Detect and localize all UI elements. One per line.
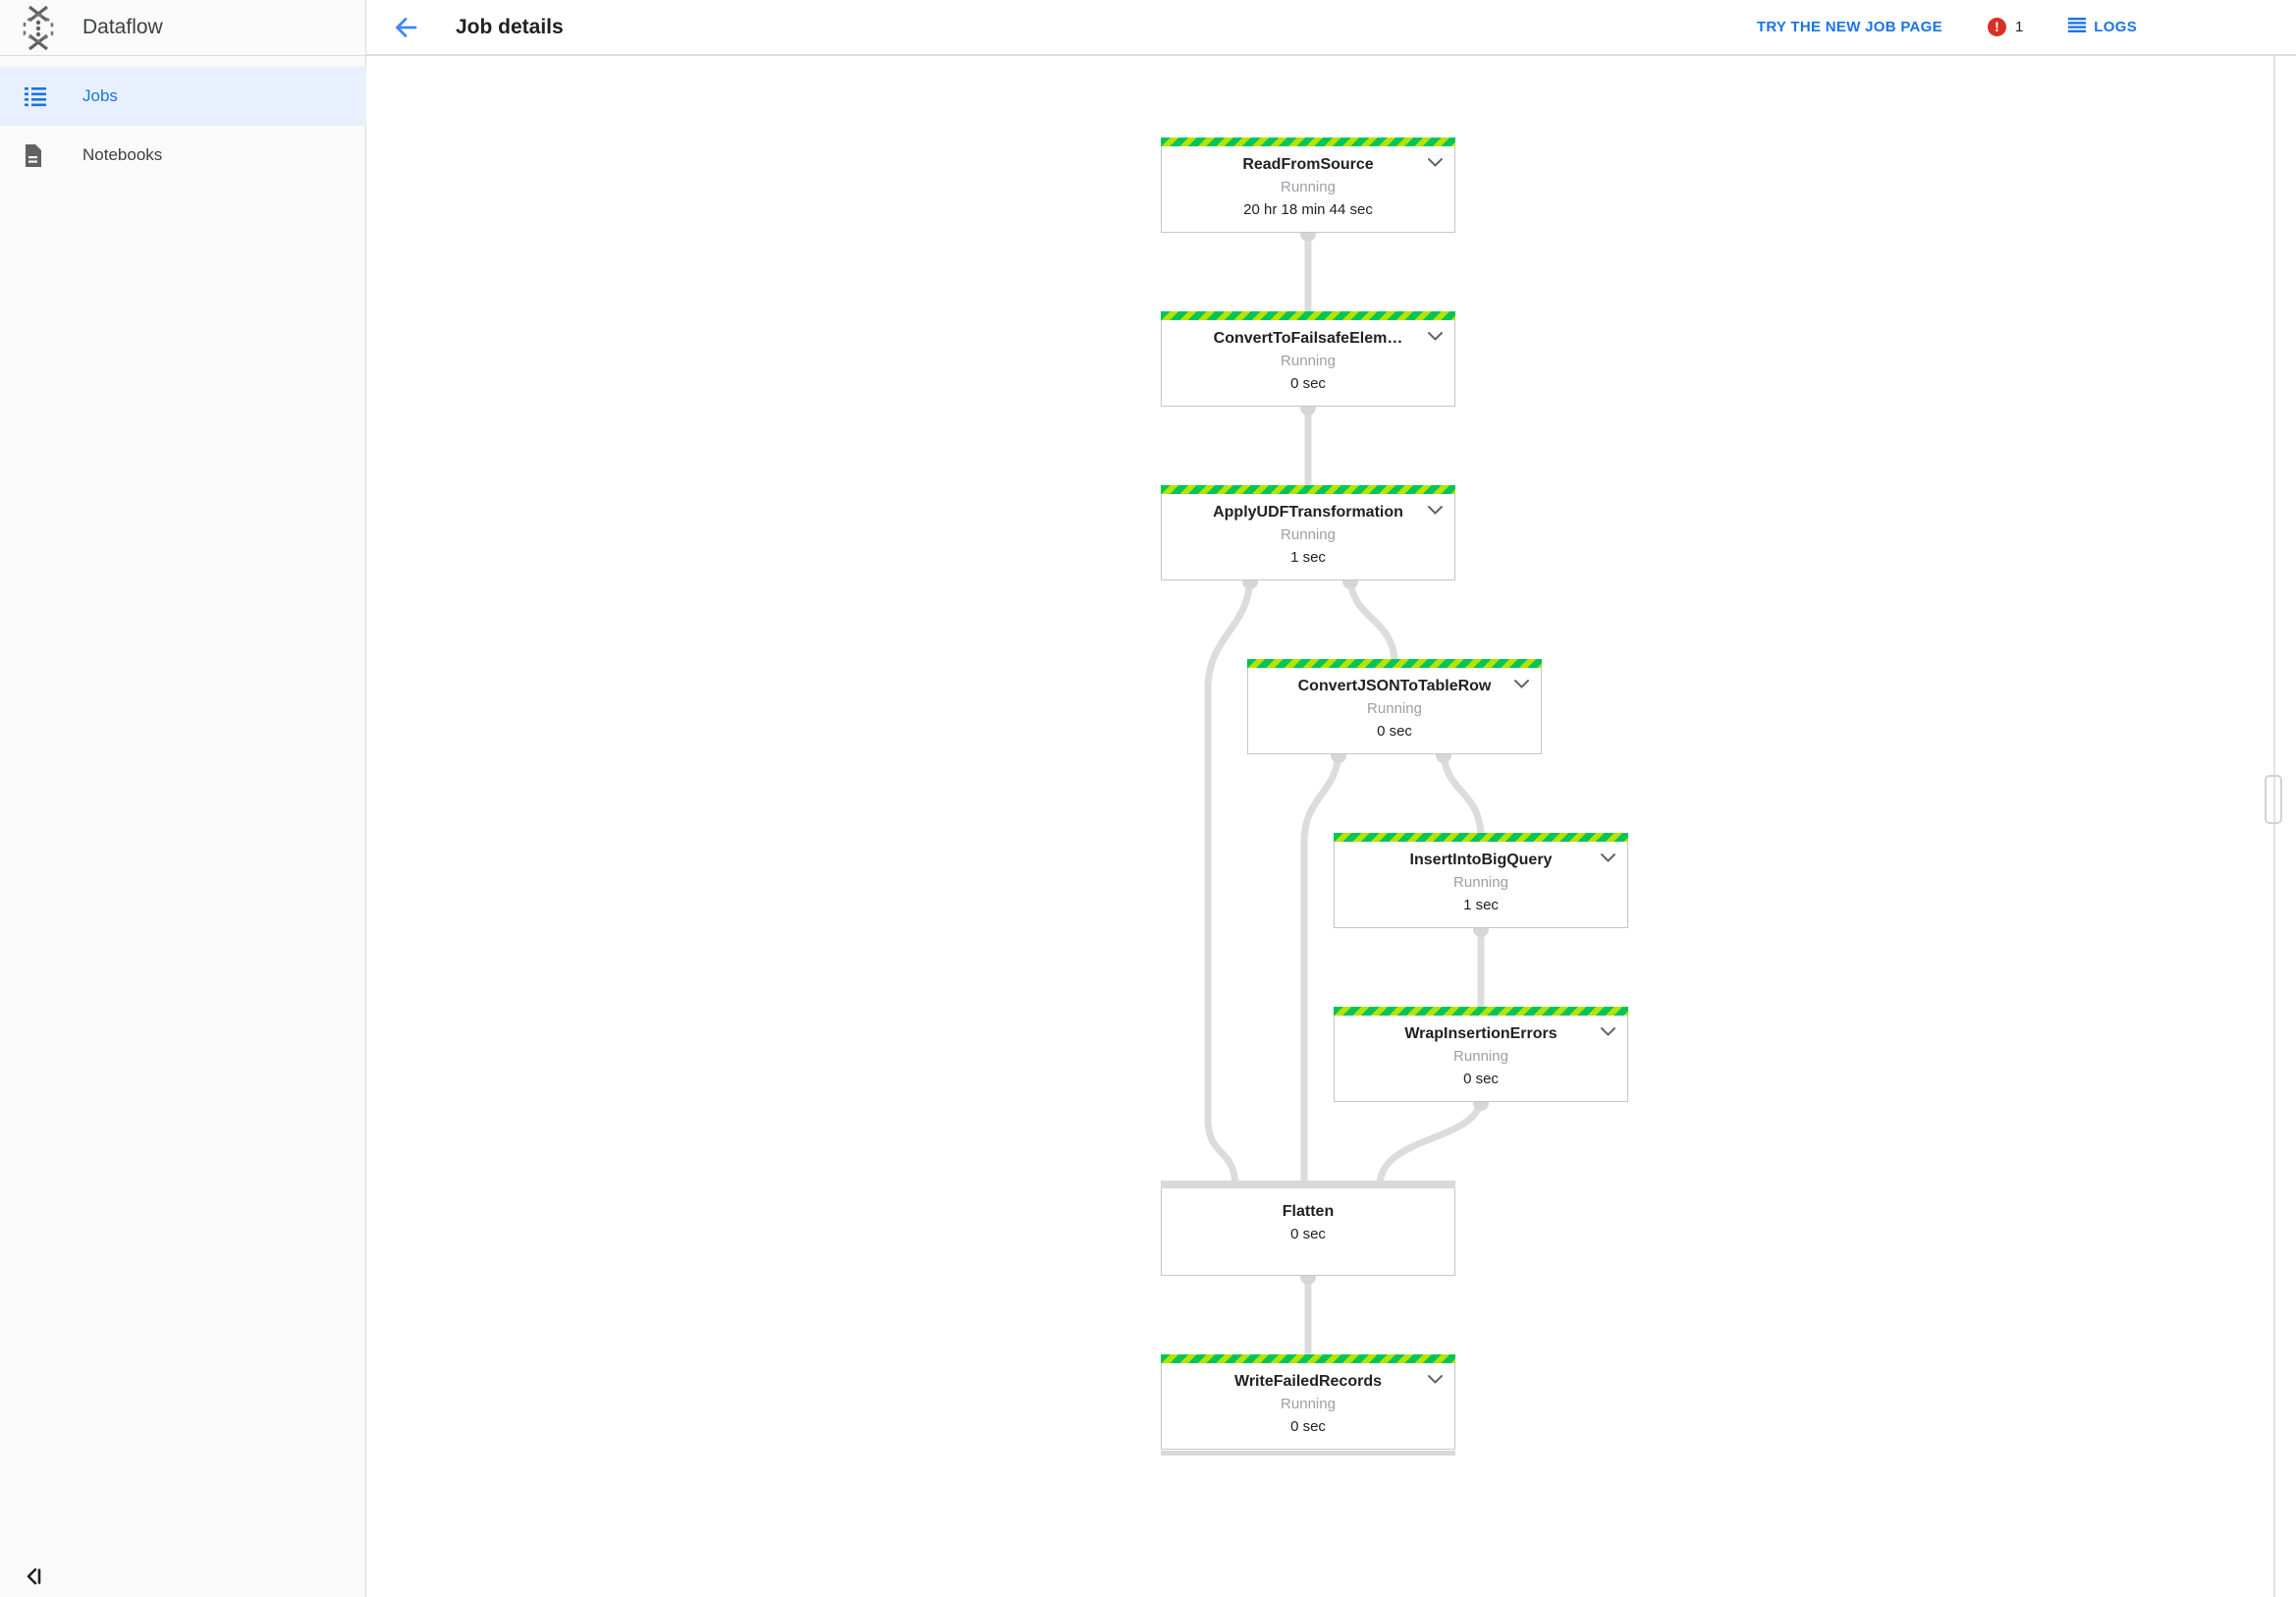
chevron-down-icon[interactable] [1600, 851, 1616, 868]
node-duration: 1 sec [1290, 549, 1326, 566]
node-title: ConvertToFailsafeElem… [1213, 330, 1403, 347]
node-status: Running [1367, 700, 1422, 717]
running-status-stripe [1334, 833, 1628, 842]
pipeline-node-flatten[interactable]: Flatten 0 sec [1161, 1181, 1455, 1276]
node-title: ApplyUDFTransformation [1213, 504, 1403, 521]
logs-button[interactable]: LOGS [2068, 17, 2137, 37]
node-duration: 0 sec [1290, 375, 1326, 392]
logs-label: LOGS [2094, 19, 2137, 35]
running-status-stripe [1161, 311, 1455, 320]
scrollbar-track [2273, 29, 2275, 1597]
node-status: Running [1281, 1396, 1336, 1412]
running-status-stripe [1161, 1354, 1455, 1363]
running-status-stripe [1334, 1007, 1628, 1016]
edge-wrap-insertion-errors-to-flatten [1376, 1096, 1485, 1186]
running-status-stripe [1161, 138, 1455, 146]
back-arrow-button[interactable] [392, 14, 419, 41]
error-badge[interactable]: ! 1 [1987, 18, 2024, 36]
node-input-bar [1161, 1181, 1455, 1188]
dataflow-logo-icon [17, 5, 60, 57]
node-duration: 0 sec [1290, 1418, 1326, 1435]
chevron-down-icon[interactable] [1427, 1372, 1444, 1390]
logs-icon [2068, 17, 2087, 37]
pipeline-node-convert-to-failsafe[interactable]: ConvertToFailsafeElem… Running 0 sec [1161, 311, 1455, 407]
sidebar-header: Dataflow [0, 0, 365, 56]
node-title: ReadFromSource [1242, 156, 1374, 173]
list-icon [23, 84, 48, 113]
page-title: Job details [456, 16, 564, 38]
node-duration: 0 sec [1290, 1226, 1326, 1242]
edge-convert-json-to-tablerow-to-insert-into-bigquery [1440, 748, 1485, 839]
node-title: ConvertJSONToTableRow [1297, 678, 1492, 694]
error-count: 1 [2014, 19, 2024, 35]
node-duration: 0 sec [1377, 723, 1412, 740]
node-title: Flatten [1282, 1203, 1335, 1220]
node-title: WriteFailedRecords [1234, 1373, 1382, 1390]
sidebar-item-jobs[interactable]: Jobs [0, 67, 366, 126]
header-actions: TRY THE NEW JOB PAGE ! 1 LOGS [1757, 0, 2137, 54]
node-status: Running [1453, 874, 1508, 891]
sidebar-item-notebooks[interactable]: Notebooks [0, 126, 366, 185]
chevron-down-icon[interactable] [1427, 503, 1444, 521]
node-duration: 20 hr 18 min 44 sec [1243, 201, 1373, 218]
chevron-down-icon[interactable] [1427, 329, 1444, 347]
chevron-down-icon[interactable] [1427, 155, 1444, 173]
node-status: Running [1453, 1048, 1508, 1065]
node-duration: 1 sec [1463, 897, 1499, 913]
node-status: Running [1281, 526, 1336, 543]
edge-apply-udf-transformation-to-convert-json-to-tablerow [1346, 575, 1398, 665]
document-icon [23, 143, 43, 173]
node-duration: 0 sec [1463, 1071, 1499, 1087]
chevron-down-icon[interactable] [1513, 677, 1530, 694]
node-title: WrapInsertionErrors [1404, 1025, 1558, 1042]
try-new-job-page-link[interactable]: TRY THE NEW JOB PAGE [1756, 19, 1942, 35]
scrollbar-thumb[interactable] [2265, 775, 2282, 824]
edge-apply-udf-transformation-to-flatten [1204, 575, 1254, 1186]
running-status-stripe [1247, 659, 1542, 668]
collapse-sidebar-button[interactable] [22, 1564, 47, 1589]
node-title: InsertIntoBigQuery [1409, 852, 1553, 868]
sidebar-item-label: Jobs [82, 86, 118, 105]
node-output-bar [1161, 1451, 1455, 1456]
chevron-down-icon[interactable] [1600, 1024, 1616, 1042]
edge-convert-json-to-tablerow-to-flatten [1300, 748, 1342, 1185]
running-status-stripe [1161, 485, 1455, 494]
node-status: Running [1281, 353, 1336, 369]
sidebar-item-label: Notebooks [82, 145, 163, 164]
app-title: Dataflow [82, 16, 163, 38]
node-status: Running [1281, 179, 1336, 195]
sidebar: Dataflow Jobs Notebooks [0, 0, 366, 1597]
error-icon: ! [1987, 18, 2006, 36]
page-header: Job details TRY THE NEW JOB PAGE ! 1 LOG… [366, 0, 2296, 56]
